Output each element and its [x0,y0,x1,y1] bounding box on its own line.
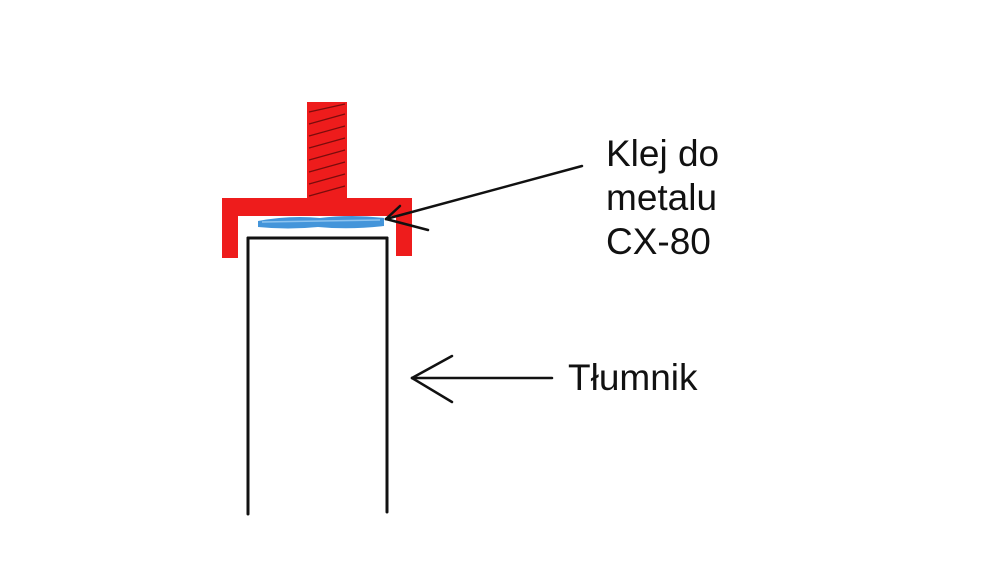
glue-label: Klej do metalu CX-80 [606,132,719,264]
adhesive-layer [258,216,384,229]
red-cap [222,102,412,258]
muffler-arrow [410,354,554,404]
cap-plate [222,198,412,216]
thread-lines [308,103,346,197]
cap-left-flange [222,198,238,258]
muffler-tube [246,236,389,516]
muffler-label: Tłumnik [568,357,698,398]
glue-arrow [384,164,584,232]
glue-label-line-2: metalu [606,177,718,218]
glue-label-line-3: CX-80 [606,221,711,262]
glue-label-line-1: Klej do [606,133,720,174]
